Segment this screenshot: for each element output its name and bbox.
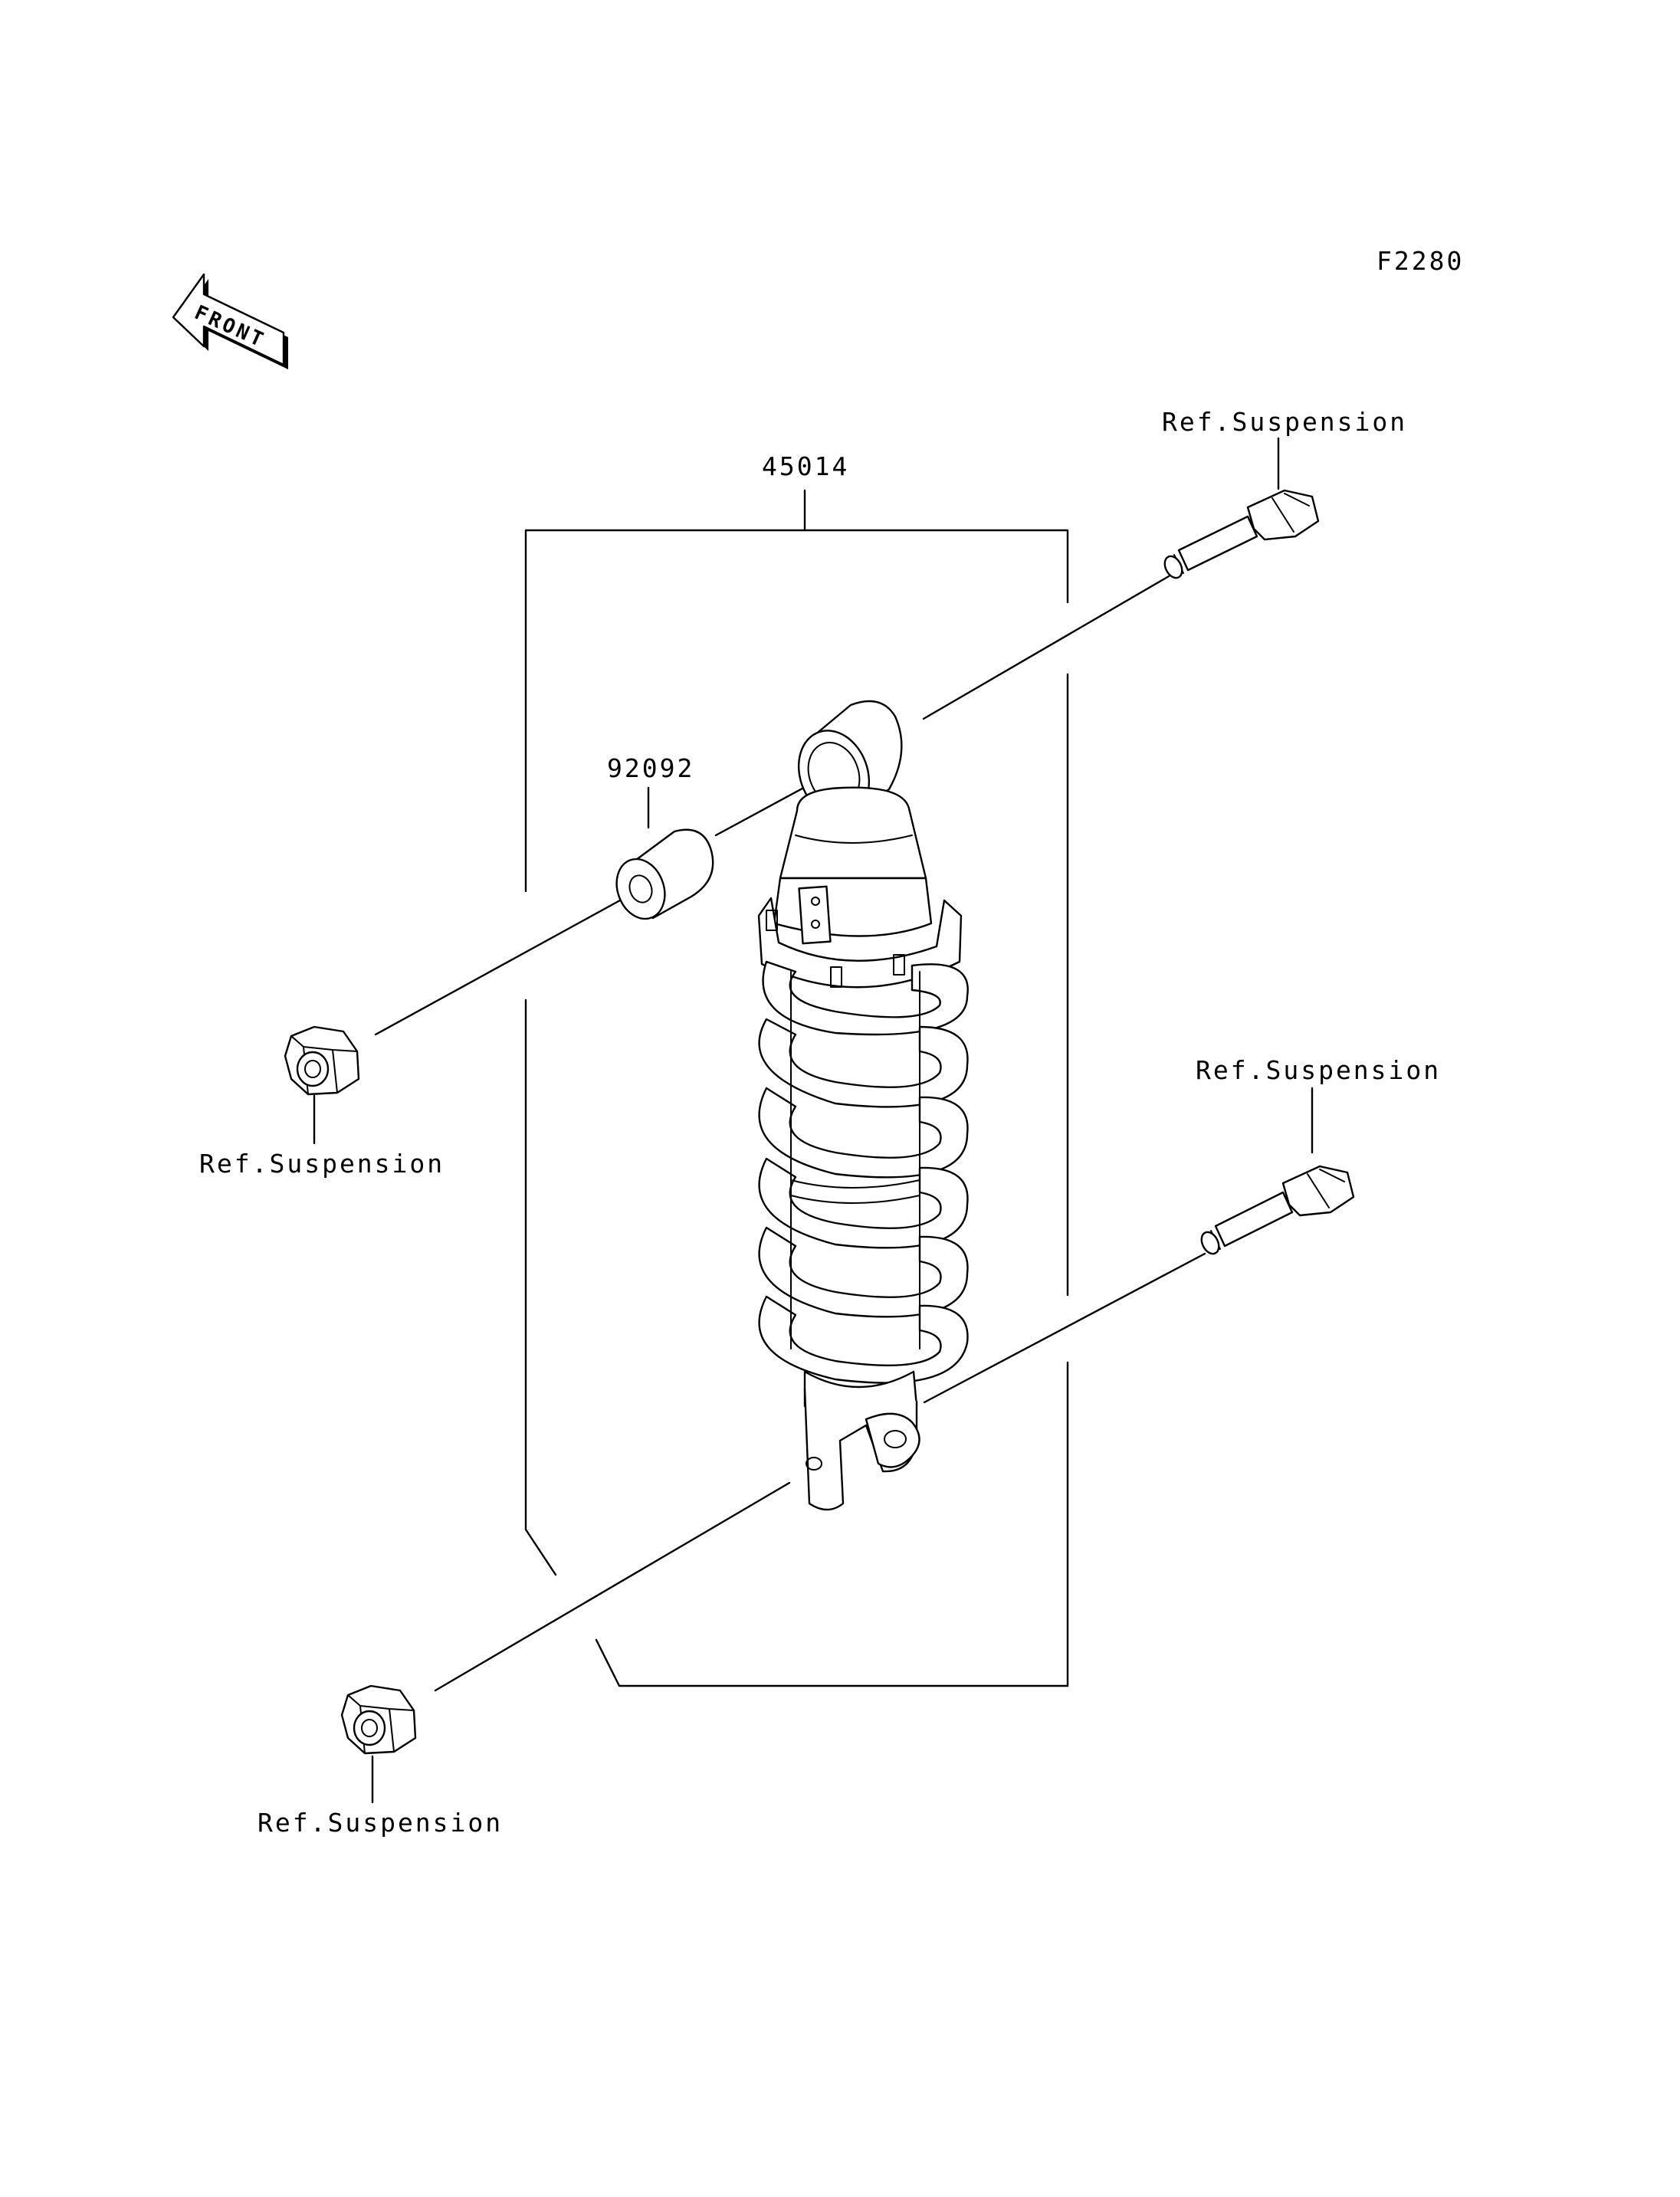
- upper-nut-icon: [284, 1025, 360, 1096]
- lower-nut-icon: [340, 1684, 417, 1755]
- diagram-code: F2280: [1376, 246, 1464, 276]
- label-lower-bolt-ref: Ref.Suspension: [1196, 1055, 1441, 1085]
- assembly-bracket: [524, 489, 1069, 1687]
- label-upper-nut-ref: Ref.Suspension: [199, 1149, 445, 1179]
- label-92092: 92092: [607, 753, 694, 783]
- label-45014: 45014: [762, 451, 849, 481]
- label-lower-nut-ref: Ref.Suspension: [258, 1808, 503, 1838]
- front-arrow-icon: FRONT: [172, 273, 288, 369]
- shock-absorber-icon: [757, 700, 969, 1511]
- lower-bolt-icon: [1200, 1165, 1355, 1255]
- label-upper-bolt-ref: Ref.Suspension: [1162, 407, 1407, 437]
- collar-icon: [615, 828, 714, 920]
- upper-bolt-icon: [1163, 489, 1320, 579]
